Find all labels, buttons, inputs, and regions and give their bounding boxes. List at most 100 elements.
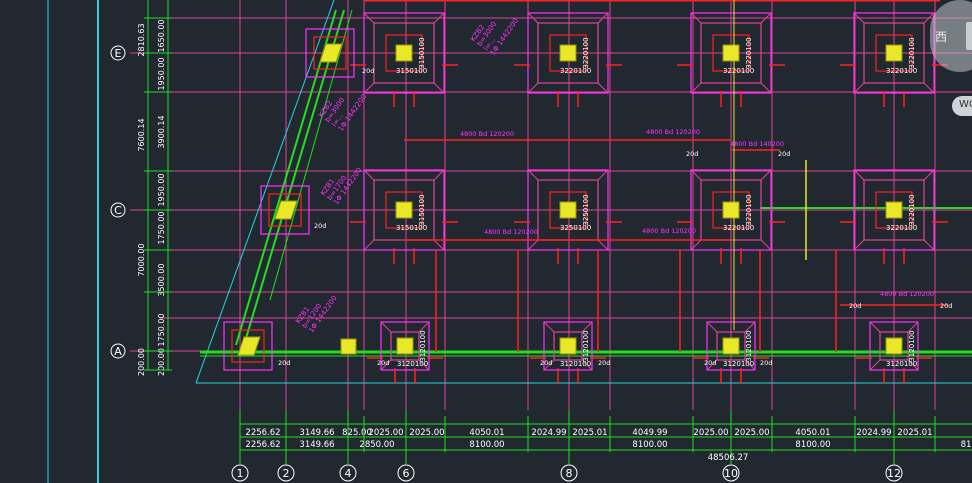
column-tag: 3220100 bbox=[886, 67, 917, 75]
dim-text-left-inner: 3500.00 bbox=[157, 263, 166, 296]
column-tag-vert: 3250100 bbox=[582, 194, 590, 225]
pit-corner bbox=[706, 321, 718, 333]
diagonal-beam bbox=[243, 9, 345, 346]
column-top bbox=[722, 44, 740, 62]
pit-corner bbox=[433, 169, 445, 181]
pit-corner bbox=[760, 169, 772, 181]
pit-corner bbox=[869, 321, 881, 333]
dim-text-left-inner: 1750.00 bbox=[157, 211, 166, 244]
wcs-label: WC bbox=[959, 99, 972, 110]
pit-frame bbox=[700, 22, 762, 84]
pit-frame bbox=[223, 321, 273, 371]
dim-text-bottom: 8100.00 bbox=[632, 440, 667, 450]
column-top bbox=[885, 44, 903, 62]
hook-label: 20d bbox=[540, 359, 552, 367]
pit-frame bbox=[706, 321, 756, 371]
pit-corner bbox=[690, 169, 702, 181]
dim-text-bottom: 4050.01 bbox=[469, 428, 504, 438]
column-tag: 3220100 bbox=[723, 224, 754, 232]
column-tag-vert: 3220100 bbox=[745, 194, 753, 225]
column-mid bbox=[722, 201, 740, 219]
dim-text-left-inner: 1950.00 bbox=[157, 57, 166, 90]
pit-frame bbox=[363, 12, 445, 94]
dim-text-bottom: 2025.01 bbox=[897, 428, 932, 438]
viewcube-compass[interactable]: 西 bbox=[930, 0, 972, 72]
column-tag: 3150100 bbox=[396, 224, 427, 232]
diagonal-beam-thin bbox=[269, 9, 353, 301]
wcs-menu-button[interactable]: WC bbox=[952, 96, 972, 116]
axis-label: 8 bbox=[566, 467, 573, 480]
pit-corner bbox=[923, 12, 935, 24]
pit-corner bbox=[907, 359, 919, 371]
hook-label: 20d bbox=[686, 150, 698, 158]
pit-group-mid bbox=[350, 169, 458, 264]
column-tag-vert: 3120100 bbox=[745, 330, 753, 361]
dim-text-total: 48506.27 bbox=[708, 453, 749, 463]
column-tag-vert: 3120100 bbox=[419, 330, 427, 361]
column-mid bbox=[395, 201, 413, 219]
pit-corner bbox=[923, 82, 935, 94]
axis-label: 1 bbox=[237, 467, 244, 480]
dim-text-bottom: 2025.01 bbox=[572, 428, 607, 438]
pit-frame bbox=[690, 169, 772, 251]
axis-label: 2 bbox=[283, 467, 290, 480]
hook-label: 20d bbox=[778, 150, 790, 158]
row-label: C bbox=[114, 204, 122, 217]
pit-frame bbox=[700, 179, 762, 241]
pit-corner bbox=[527, 239, 539, 251]
dim-text-bottom: 8100.00 bbox=[795, 440, 830, 450]
pit-frame bbox=[537, 22, 599, 84]
pit-frame bbox=[879, 331, 909, 361]
slab-edge-diagonal bbox=[195, 0, 335, 384]
pit-corner bbox=[418, 321, 430, 333]
pit-frame bbox=[549, 34, 587, 72]
dim-text-bottom: 2025.00 bbox=[368, 428, 403, 438]
column-tag: 3120100 bbox=[886, 360, 917, 368]
dim-text-left-inner: 200.00 bbox=[157, 348, 166, 376]
column-tag-vert: 3150100 bbox=[418, 37, 426, 68]
pit-corner bbox=[760, 12, 772, 24]
column-tag: 3120100 bbox=[397, 360, 428, 368]
pit-frame bbox=[869, 321, 919, 371]
pit-corner bbox=[690, 12, 702, 24]
row-label: E bbox=[115, 47, 122, 60]
axis-label: 4 bbox=[345, 467, 352, 480]
hook-label: 20d bbox=[314, 222, 326, 230]
hook-label: 20d bbox=[940, 302, 952, 310]
column-diagonal bbox=[274, 200, 298, 220]
pit-corner bbox=[527, 82, 539, 94]
row-label: A bbox=[114, 345, 122, 358]
pit-frame bbox=[549, 191, 587, 229]
column-tag: 3150100 bbox=[396, 67, 427, 75]
pit-frame bbox=[863, 179, 925, 241]
pit-corner bbox=[690, 82, 702, 94]
pit-corner bbox=[433, 82, 445, 94]
pit-group-bottom bbox=[693, 321, 769, 384]
pit-corner bbox=[923, 239, 935, 251]
pit-corner bbox=[363, 82, 375, 94]
pit-corner bbox=[527, 12, 539, 24]
pit-corner bbox=[543, 359, 555, 371]
dim-text-bottom: 81 bbox=[961, 440, 972, 450]
dim-text-left-outer: 7000.00 bbox=[137, 243, 146, 276]
row-bubble bbox=[110, 202, 126, 218]
pit-corner bbox=[433, 239, 445, 251]
diagonal-beam bbox=[235, 9, 337, 346]
viewcube-face-icon[interactable] bbox=[966, 22, 972, 50]
viewcube-west-label: 西 bbox=[935, 30, 948, 44]
pit-corner bbox=[380, 321, 392, 333]
pit-frame bbox=[863, 22, 925, 84]
pit-group-mid bbox=[677, 169, 785, 264]
axis-label: 10 bbox=[724, 467, 738, 480]
pit-frame bbox=[373, 22, 435, 84]
row-bubble bbox=[110, 343, 126, 359]
hook-label: 20d bbox=[278, 359, 290, 367]
axis-label: 12 bbox=[887, 467, 901, 480]
pit-frame bbox=[543, 321, 593, 371]
pit-corner bbox=[907, 321, 919, 333]
column-tag: 3250100 bbox=[560, 224, 591, 232]
dim-text-left-inner: 3900.14 bbox=[157, 115, 166, 148]
column-tag-vert: 3220100 bbox=[908, 37, 916, 68]
